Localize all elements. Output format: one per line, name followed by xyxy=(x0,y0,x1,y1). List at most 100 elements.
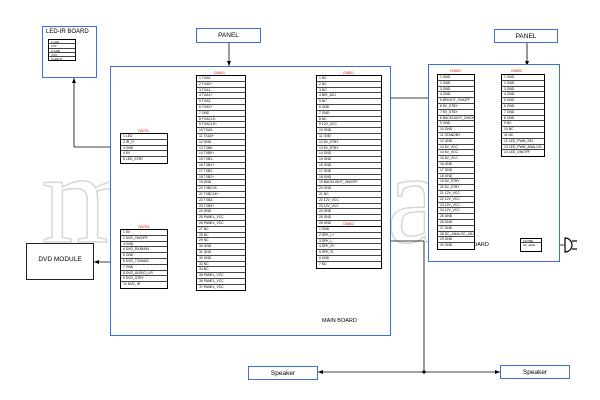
pin-row: 31 GND xyxy=(197,250,245,256)
pin-row: 6 DVD_TX/MAIN xyxy=(121,259,167,265)
pin-row: 3 GND xyxy=(121,146,167,152)
cn902-title: CN902 xyxy=(511,69,522,73)
pin-row: 13 TXB0- xyxy=(197,146,245,152)
pin-row: 3 GND xyxy=(121,242,167,248)
dvd-module-label: DVD MODULE xyxy=(38,256,82,263)
cn401-connector: 1 TXA0-2 TXA0+3 TXA1-4 TXA1+5 TXA2-6 TXA… xyxy=(196,75,246,292)
pin-row: 6 5V_STBY xyxy=(438,104,474,110)
pin-row: 1 TXA0- xyxy=(197,76,245,82)
pin-row: 1 NC xyxy=(317,76,381,82)
pin-row: 16 GND xyxy=(317,163,381,169)
pin-row: 29 GND xyxy=(438,237,474,244)
pin-row: 27 GND xyxy=(438,226,474,232)
pin-row: 8 TXACLK- xyxy=(197,117,245,123)
pin-row: 3 TXA1- xyxy=(197,88,245,94)
panel-label-left: PANEL xyxy=(218,32,239,39)
pin-row: 2 NC xyxy=(317,82,381,88)
pin-row: 16 GND xyxy=(438,162,474,168)
pin-row: 26 PANEL_VCC xyxy=(197,221,245,227)
pin-row: 25 GND xyxy=(438,214,474,220)
pin-row: 12 5V_STBY xyxy=(317,140,381,146)
pin-row: 9 GND xyxy=(438,121,474,128)
pin-row: 14 TXB0+ xyxy=(197,151,245,158)
pin-row: 8 DVD_AUDIO_L/R xyxy=(121,271,167,277)
pin-row: AC cable xyxy=(523,243,536,248)
pin-row: 4 SPK_R+ xyxy=(317,244,381,251)
pin-row: 7 GND xyxy=(121,265,167,271)
pin-row: 1 GND xyxy=(438,75,474,81)
pin-row: 6 GND xyxy=(502,104,544,110)
cn401-title: CN401 xyxy=(214,71,225,75)
pin-row: 21 12V_VCC xyxy=(438,191,474,197)
cn901-title: CN901 xyxy=(450,69,461,73)
pin-row: 10 GND xyxy=(317,128,381,134)
pin-row: 20 GND xyxy=(317,186,381,192)
pin-row: 14 LED_ON/OFF xyxy=(504,150,531,155)
dvd-module: DVD MODULE xyxy=(26,243,94,280)
pin-row: 10 NC xyxy=(502,127,544,133)
pin-row: 6 GND xyxy=(317,256,381,262)
pin-row: 13 LED_PWM_ANALOG xyxy=(502,145,544,151)
pin-row: 9 NC xyxy=(502,121,544,128)
pin-row: 5 SPK_R- xyxy=(317,250,381,256)
pin-row: 10 GND xyxy=(438,127,474,133)
pin-row: 28 NC xyxy=(197,233,245,239)
pin-row: 12 GND xyxy=(438,139,474,145)
pin-row: 16 TXB1+ xyxy=(197,163,245,169)
pin-row: 34 NC xyxy=(197,267,245,274)
pin-row: 28 DC_ANALOG_ADJ xyxy=(438,231,474,238)
pin-row: 30 GND xyxy=(197,244,245,250)
pin-row: 24 GND xyxy=(317,209,381,216)
pin-row: 9 TXACLK+ xyxy=(197,122,245,129)
pin-row: 2 IR xyxy=(49,44,75,49)
pin-row: 18 GND xyxy=(438,174,474,180)
pin-row: 37 PANEL_VCC xyxy=(199,284,224,289)
pin-row: 4 GND xyxy=(438,92,474,99)
pin-row: 5 LED_STBY xyxy=(123,157,144,162)
led-ir-board-title: LED-IR BOARD xyxy=(46,29,89,35)
pin-row: 12 GND xyxy=(197,140,245,146)
pin-row: 22 TXB3- xyxy=(197,198,245,204)
pin-row: 17 GND xyxy=(438,168,474,174)
pin-row: 4 DVD_RX/MAIN xyxy=(121,247,167,254)
pin-row: 1 GND xyxy=(317,227,381,233)
pin-row: 7 GND xyxy=(197,111,245,117)
pin-row: 22 12V_VCC xyxy=(317,198,381,204)
speaker-label-left: Speaker xyxy=(270,369,296,377)
speaker-box-right: Speaker xyxy=(500,365,570,379)
pin-row: 8 BACKLIGHT_ON/OFF xyxy=(438,115,474,122)
pin-row: 32 GND xyxy=(197,256,245,262)
pin-row: 6 GND xyxy=(317,105,381,111)
pin-row: 27 NC xyxy=(197,227,245,233)
pin-row: 20 5V_STBY xyxy=(438,185,474,191)
cn802-title: CN802 xyxy=(343,222,354,226)
pin-row: 21 NC xyxy=(317,192,381,198)
pin-row: 2 GND xyxy=(502,81,544,87)
pin-row: 1 GND xyxy=(502,75,544,81)
pin-row: 3 GND xyxy=(438,87,474,93)
pin-row: 5 NC xyxy=(317,99,381,105)
pin-row: 2 IR_O xyxy=(121,140,167,146)
pin-row: 4 5V xyxy=(121,151,167,158)
pin-row: 1 5V xyxy=(121,230,167,236)
pin-row: 10 TXA3- xyxy=(197,128,245,134)
pin-row: 14 5V_VCC xyxy=(438,150,474,157)
pin-row: 5 LED R xyxy=(51,57,63,62)
panel-box-right: PANEL xyxy=(494,29,558,43)
main-board-label: MAIN BOARD xyxy=(322,318,357,324)
pin-row: 7 GND xyxy=(317,111,381,117)
pin-row: 23 TXB3+ xyxy=(197,204,245,210)
pin-row: 15 GND xyxy=(317,157,381,163)
pin-row: 15 5V_VCC xyxy=(438,156,474,162)
pin-row: 24 12V_VCC xyxy=(438,208,474,215)
pin-row: 19 5V_STBY xyxy=(438,179,474,186)
pin-row: 23 12V_VCC xyxy=(317,204,381,210)
pin-row: 5 GND xyxy=(121,253,167,259)
pin-row: 7 5V_STBY xyxy=(438,110,474,116)
pin-row: 30 GND xyxy=(440,243,453,248)
pin-row: 19 BACKLIGHT_ON/OFF xyxy=(317,180,381,187)
